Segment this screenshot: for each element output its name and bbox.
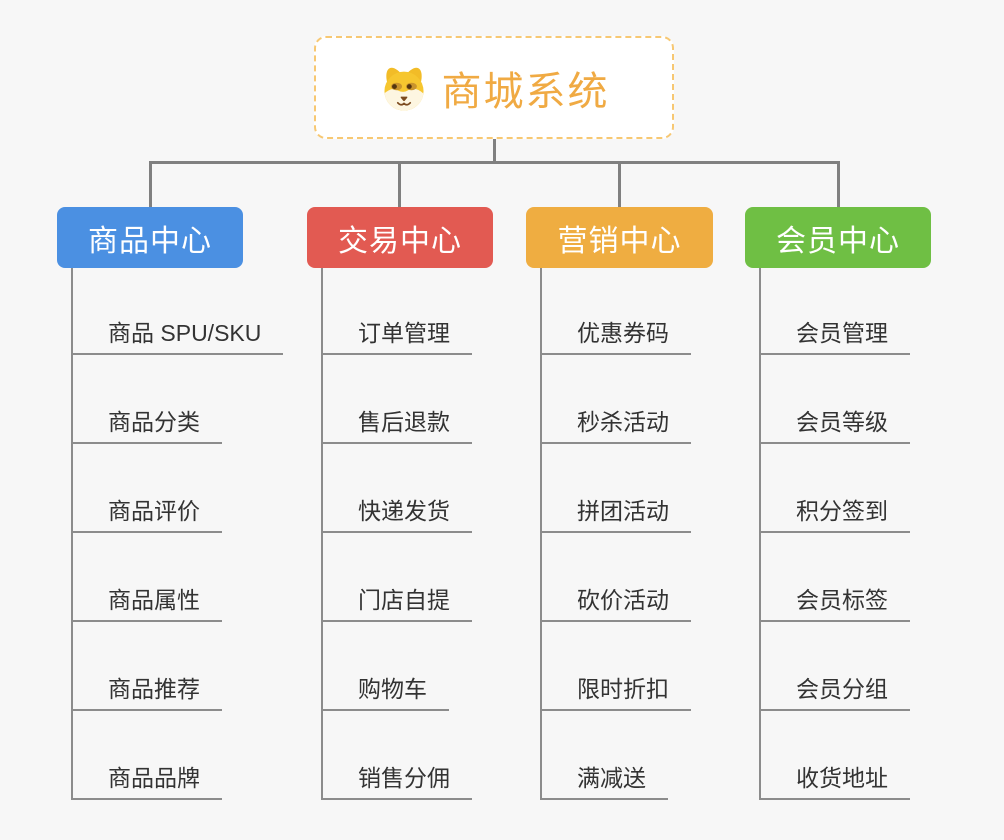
leaf-node[interactable]: 销售分佣 bbox=[323, 711, 472, 800]
connector-drop-marketing bbox=[618, 162, 621, 207]
leaf-node[interactable]: 商品分类 bbox=[73, 355, 222, 444]
connector-drop-product bbox=[149, 162, 152, 207]
leaf-node[interactable]: 满减送 bbox=[542, 711, 668, 800]
leaf-column-member: 会员管理 会员等级 积分签到 会员标签 会员分组 收货地址 bbox=[759, 268, 910, 800]
root-title: 商城系统 bbox=[441, 69, 610, 114]
leaf-node[interactable]: 订单管理 bbox=[323, 268, 472, 355]
leaf-node[interactable]: 积分签到 bbox=[761, 444, 910, 533]
leaf-node[interactable]: 限时折扣 bbox=[542, 622, 691, 711]
leaf-node[interactable]: 商品推荐 bbox=[73, 622, 222, 711]
leaf-node[interactable]: 商品评价 bbox=[73, 444, 222, 533]
leaf-node[interactable]: 会员标签 bbox=[761, 533, 910, 622]
leaf-column-trade: 订单管理 售后退款 快递发货 门店自提 购物车 销售分佣 bbox=[321, 268, 472, 800]
leaf-node[interactable]: 会员管理 bbox=[761, 268, 910, 355]
leaf-node[interactable]: 会员等级 bbox=[761, 355, 910, 444]
leaf-node[interactable]: 优惠券码 bbox=[542, 268, 691, 355]
branch-node-trade-center[interactable]: 交易中心 bbox=[307, 207, 493, 268]
leaf-node[interactable]: 门店自提 bbox=[323, 533, 472, 622]
dog-face-icon bbox=[379, 63, 429, 113]
leaf-node[interactable]: 会员分组 bbox=[761, 622, 910, 711]
branch-node-product-center[interactable]: 商品中心 bbox=[57, 207, 243, 268]
leaf-column-marketing: 优惠券码 秒杀活动 拼团活动 砍价活动 限时折扣 满减送 bbox=[540, 268, 691, 800]
connector-drop-member bbox=[837, 162, 840, 207]
leaf-node[interactable]: 秒杀活动 bbox=[542, 355, 691, 444]
leaf-node[interactable]: 收货地址 bbox=[761, 711, 910, 800]
branch-node-marketing-center[interactable]: 营销中心 bbox=[526, 207, 713, 268]
connector-root-stem bbox=[493, 139, 496, 163]
leaf-node[interactable]: 售后退款 bbox=[323, 355, 472, 444]
leaf-node[interactable]: 商品属性 bbox=[73, 533, 222, 622]
leaf-node[interactable]: 快递发货 bbox=[323, 444, 472, 533]
root-node-mall-system[interactable]: 商城系统 bbox=[314, 36, 674, 139]
branch-node-member-center[interactable]: 会员中心 bbox=[745, 207, 931, 268]
connector-horizontal-bus bbox=[149, 161, 840, 164]
leaf-column-product: 商品 SPU/SKU 商品分类 商品评价 商品属性 商品推荐 商品品牌 bbox=[71, 268, 284, 800]
leaf-node[interactable]: 购物车 bbox=[323, 622, 449, 711]
leaf-node[interactable]: 砍价活动 bbox=[542, 533, 691, 622]
connector-drop-trade bbox=[398, 162, 401, 207]
leaf-node[interactable]: 商品品牌 bbox=[73, 711, 222, 800]
leaf-node[interactable]: 商品 SPU/SKU bbox=[73, 268, 284, 355]
leaf-node[interactable]: 拼团活动 bbox=[542, 444, 691, 533]
